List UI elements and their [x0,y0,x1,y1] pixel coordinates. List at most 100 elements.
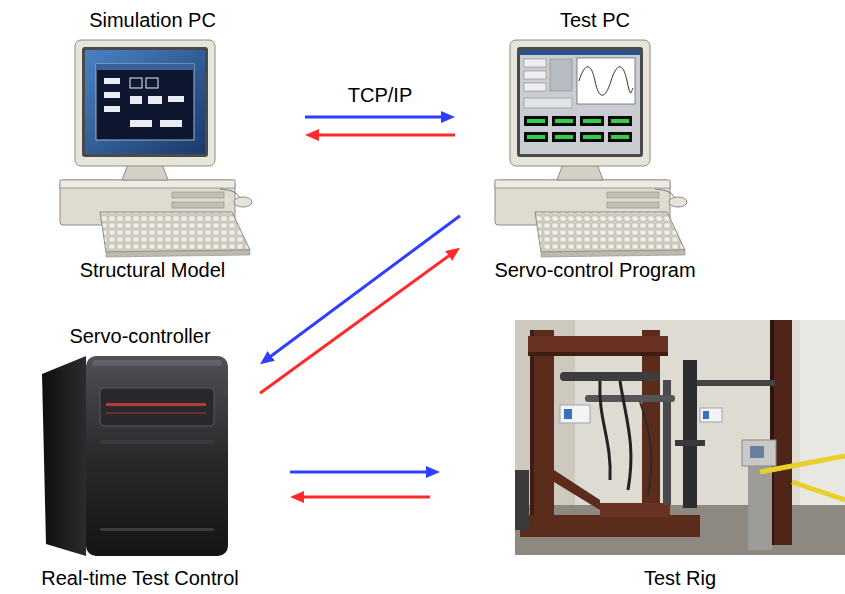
signal-arrow [266,216,460,360]
test-rig-photo [700,408,722,422]
servo-controller-tower [42,356,228,556]
computer-node: Simulation PC Structural Model [10,8,295,282]
node-caption: Servo-control Program [494,258,695,282]
computer-node: Test PC Servo-control Program [460,8,730,282]
test-pc-icon [524,98,572,108]
test-pc-icon [579,67,633,96]
test-rig-photo [675,440,705,446]
test-rig-photo [530,330,534,530]
servo-controller-tower [86,356,228,556]
test-pc-icon [611,135,629,139]
test-rig-node: Test Rig [515,318,845,590]
test-pc-icon [550,59,572,91]
servo-controller-tower [42,356,86,556]
servo-controller-tower [106,412,206,414]
test-pc-icon [495,40,687,257]
test-pc-icon [583,119,601,123]
simulation-pc-icon [60,40,252,257]
simulation-pc-icon [104,106,120,112]
test-pc-icon [520,50,640,154]
test-rig-photo [640,402,651,495]
test-pc-icon [611,119,629,123]
simulation-pc-icon [160,120,182,127]
simulation-pc-icon [96,64,194,140]
test-rig-photo [515,320,845,555]
simulation-pc-icon [104,92,120,98]
test-pc-icon [495,40,687,257]
simulation-pc-icon [104,78,120,84]
node-caption: Real-time Test Control [41,566,238,590]
test-pc-icon [524,83,546,91]
node-heading: Servo-controller [69,324,210,348]
simulation-pc-icon [148,96,162,104]
test-rig-photo [760,456,845,472]
test-pc-icon [520,50,640,55]
simulation-pc-icon [96,64,194,70]
simulation-pc-icon [60,40,252,257]
servo-controller-tower [100,388,214,426]
node-heading: Test Rig [644,566,716,590]
test-pc-icon [552,116,576,126]
test-rig-photo [528,336,668,354]
simulation-pc-icon [130,78,142,88]
node-heading: Test PC [560,8,630,32]
test-rig-photo [792,482,845,500]
controller-node: Servo-controllerReal-time Test Control [20,324,260,590]
test-rig-photo [683,360,697,508]
test-rig-photo [620,381,631,490]
test-rig-photo [585,395,675,402]
test-pc-icon [527,135,545,139]
servo-controller-tower [92,360,222,366]
test-rig-photo [515,320,845,555]
test-pc-icon [577,58,635,104]
test-rig-photo [600,503,670,517]
test-rig-photo [564,409,572,419]
test-pc-icon [608,132,632,142]
test-rig-photo [528,352,668,356]
signal-arrow [313,134,455,137]
test-rig-photo [742,440,776,466]
test-pc-icon [580,116,604,126]
node-heading: Simulation PC [89,8,216,32]
test-pc-icon [524,116,548,126]
test-pc-icon [608,116,632,126]
test-rig-photo [750,446,764,458]
simulation-pc-icon [130,96,142,104]
simulation-pc-icon [85,50,205,154]
test-pc-icon [524,132,548,142]
test-rig-photo [600,381,610,480]
test-pc-icon [527,119,545,123]
test-rig-photo [520,515,700,537]
test-rig-photo [515,470,529,530]
servo-controller-tower [106,403,206,406]
signal-arrow [260,252,454,393]
test-pc-icon [555,119,573,123]
test-rig-photo [560,405,590,423]
test-pc-icon [524,71,546,79]
test-pc-icon [580,132,604,142]
signal-arrow [290,471,432,474]
signal-arrow [298,496,430,499]
test-rig-photo [515,505,845,555]
signal-arrow [305,116,447,119]
test-pc-icon [524,59,546,67]
test-rig-photo [532,330,554,530]
edge-label: TCP/IP [345,83,415,107]
simulation-pc-icon [168,96,184,102]
test-pc-icon [555,135,573,139]
test-rig-photo [554,470,600,510]
test-rig-photo [703,411,709,419]
test-pc-icon [583,135,601,139]
test-rig-photo [697,380,775,386]
simulation-pc-icon [130,120,152,127]
servo-controller-tower [100,440,214,444]
test-rig-photo [772,320,792,545]
servo-controller-tower [100,528,214,531]
simulation-pc-icon [146,78,158,88]
node-caption: Structural Model [80,258,226,282]
